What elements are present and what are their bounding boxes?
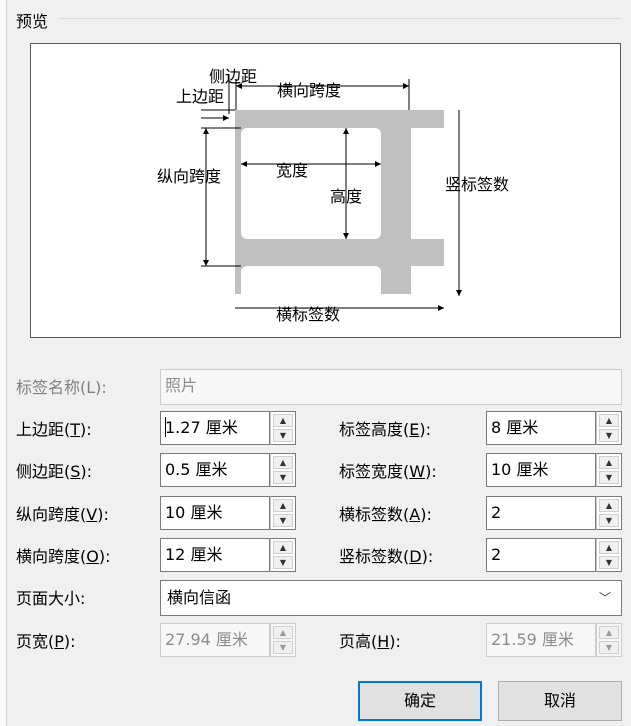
number-down-spinner[interactable]: ▲▼: [596, 538, 622, 572]
horizontal-pitch-field[interactable]: 12 厘米: [160, 538, 270, 572]
spin-down-icon[interactable]: ▼: [273, 641, 293, 654]
label-cutout-1: [241, 128, 381, 239]
top-margin-spinner[interactable]: ▲▼: [270, 411, 296, 445]
text-caret: [165, 417, 166, 437]
cancel-button[interactable]: 取消: [498, 681, 622, 721]
page-height-label: 页高(H):: [339, 632, 401, 651]
side-margin-caption: 侧边距: [209, 67, 257, 86]
label-name-field[interactable]: 照片: [160, 369, 622, 405]
spin-down-icon[interactable]: ▼: [273, 514, 293, 527]
page-size-value: 横向信函: [167, 588, 232, 607]
number-down-caption: 竖标签数: [445, 175, 509, 194]
background-window-edge: [0, 0, 7, 726]
spin-down-icon[interactable]: ▼: [599, 556, 619, 569]
spin-down-icon[interactable]: ▼: [273, 429, 293, 442]
spin-up-icon[interactable]: ▲: [273, 541, 293, 554]
side-margin-field[interactable]: 0.5 厘米: [160, 453, 270, 487]
page-size-label: 页面大小:: [16, 589, 86, 608]
vertical-pitch-field[interactable]: 10 厘米: [160, 496, 270, 530]
page-size-dropdown[interactable]: 横向信函 ﹀: [160, 580, 622, 616]
number-across-field[interactable]: 2: [486, 496, 596, 530]
label-width-spinner[interactable]: ▲▼: [596, 453, 622, 487]
horizontal-pitch-spinner[interactable]: ▲▼: [270, 538, 296, 572]
label-height-label: 标签高度(E):: [339, 420, 431, 439]
spin-up-icon[interactable]: ▲: [273, 499, 293, 512]
spin-down-icon[interactable]: ▼: [273, 556, 293, 569]
spin-up-icon[interactable]: ▲: [273, 626, 293, 639]
spin-down-icon[interactable]: ▼: [599, 641, 619, 654]
top-margin-field[interactable]: 1.27 厘米: [160, 411, 270, 445]
spin-down-icon[interactable]: ▼: [599, 471, 619, 484]
page-width-label: 页宽(P):: [16, 632, 76, 651]
spin-up-icon[interactable]: ▲: [273, 414, 293, 427]
side-margin-spinner[interactable]: ▲▼: [270, 453, 296, 487]
page-height-spinner[interactable]: ▲▼: [596, 623, 622, 657]
width-caption: 宽度: [276, 161, 308, 180]
number-across-spinner[interactable]: ▲▼: [596, 496, 622, 530]
label-width-field[interactable]: 10 厘米: [486, 453, 596, 487]
horizontal-pitch-label: 横向跨度(O):: [16, 547, 111, 566]
spin-up-icon[interactable]: ▲: [599, 414, 619, 427]
top-margin-caption: 上边距: [176, 87, 224, 106]
spin-down-icon[interactable]: ▼: [273, 471, 293, 484]
preview-group-title: 预览: [16, 12, 49, 31]
chevron-down-icon[interactable]: ﹀: [598, 591, 611, 605]
spin-up-icon[interactable]: ▲: [273, 456, 293, 469]
spin-down-icon[interactable]: ▼: [599, 514, 619, 527]
number-down-field[interactable]: 2: [486, 538, 596, 572]
spin-up-icon[interactable]: ▲: [599, 626, 619, 639]
label-height-spinner[interactable]: ▲▼: [596, 411, 622, 445]
vertical-pitch-label: 纵向跨度(V):: [16, 505, 109, 524]
page-width-field[interactable]: 27.94 厘米: [160, 623, 270, 657]
label-name-label: 标签名称(L):: [16, 378, 107, 397]
page-width-spinner[interactable]: ▲▼: [270, 623, 296, 657]
horizontal-pitch-caption: 横向跨度: [277, 81, 341, 100]
label-height-field[interactable]: 8 厘米: [486, 411, 596, 445]
number-across-label: 横标签数(A):: [339, 505, 432, 524]
spin-up-icon[interactable]: ▲: [599, 499, 619, 512]
vertical-pitch-spinner[interactable]: ▲▼: [270, 496, 296, 530]
top-margin-label: 上边距(T):: [16, 420, 92, 439]
number-down-label: 竖标签数(D):: [339, 547, 434, 566]
group-divider: [58, 18, 622, 19]
ok-button[interactable]: 确定: [358, 681, 482, 721]
spin-down-icon[interactable]: ▼: [599, 429, 619, 442]
number-across-caption: 横标签数: [276, 305, 340, 324]
vertical-pitch-caption: 纵向跨度: [157, 167, 221, 186]
label-width-label: 标签宽度(W):: [339, 462, 437, 481]
spin-up-icon[interactable]: ▲: [599, 541, 619, 554]
label-layout-diagram: 侧边距 上边距 横向跨度 纵向跨度 宽度 高度 竖标签数 横标签数: [157, 67, 509, 324]
page-height-field[interactable]: 21.59 厘米: [486, 623, 596, 657]
height-caption: 高度: [330, 187, 362, 206]
spin-up-icon[interactable]: ▲: [599, 456, 619, 469]
label-preview-panel: 侧边距 上边距 横向跨度 纵向跨度 宽度 高度 竖标签数 横标签数: [30, 43, 621, 338]
side-margin-label: 侧边距(S):: [16, 462, 93, 481]
